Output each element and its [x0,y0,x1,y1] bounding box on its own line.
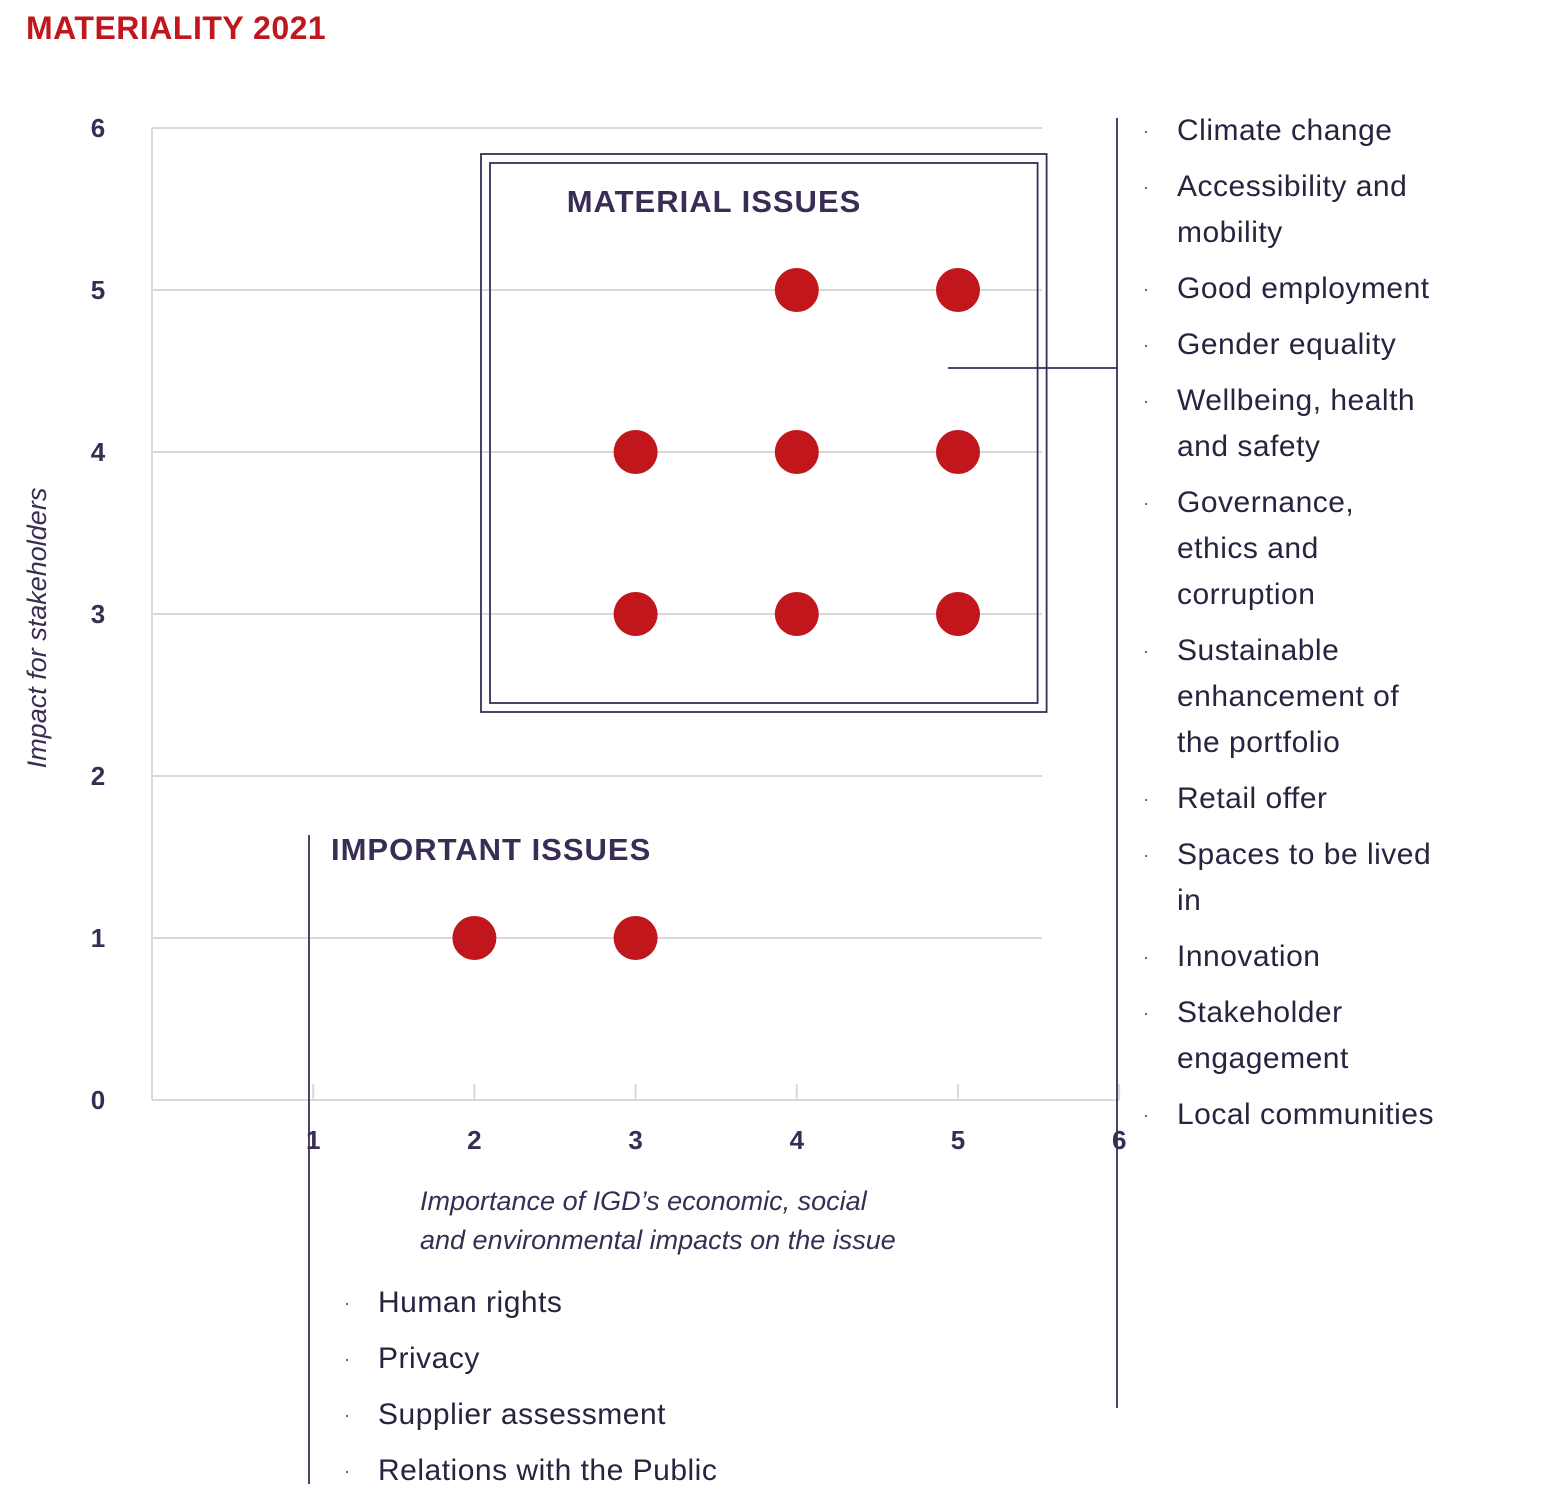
region-layer [308,118,1118,1484]
issue-text: Relations with the Public [378,1454,718,1487]
issue-item: · Spaces to be lived in [1143,832,1443,924]
important-issues-label: IMPORTANT ISSUES [331,832,651,867]
bullet-icon: · [1143,121,1150,141]
bullet-icon: · [1143,279,1150,299]
issue-item: · Wellbeing, health and safety [1143,378,1443,470]
data-point [774,430,819,474]
x-axis-title-line: and environmental impacts on the issue [420,1225,896,1255]
issue-text: Retail offer [1177,782,1328,815]
data-point [774,268,819,312]
bullet-icon: · [344,1293,351,1313]
bullet-icon: · [344,1405,351,1425]
issue-item: · Retail offer [1143,776,1443,822]
issue-item: · Good employment [1143,266,1443,312]
bullet-icon: · [344,1349,351,1369]
bullet-icon: · [1143,789,1150,809]
y-tick-label: 6 [91,113,105,143]
data-point [774,592,819,636]
issue-item: · Supplier assessment [344,1392,864,1438]
y-tick-label: 0 [91,1085,105,1115]
issue-text: Supplier assessment [378,1398,666,1431]
bullet-icon: · [1143,177,1150,197]
data-point [613,592,658,636]
bullet-icon: · [1143,391,1150,411]
y-tick-label: 3 [91,599,105,629]
bullet-icon: · [1143,335,1150,355]
data-point [936,430,980,474]
issue-text: Governance, ethics and corruption [1177,486,1355,611]
issue-item: · Governance, ethics and corruption [1143,480,1443,618]
bullet-icon: · [1143,845,1150,865]
data-point [613,916,658,960]
issue-text: Innovation [1177,940,1321,973]
data-point [452,916,497,960]
issue-text: Accessibility and mobility [1177,170,1408,249]
issue-text: Stakeholder engagement [1177,996,1349,1075]
data-point [936,592,980,636]
page-title: MATERIALITY 2021 [26,10,327,46]
point-layer [452,268,980,960]
material-box-inner [489,162,1039,704]
x-tick-label: 3 [628,1125,642,1155]
bullet-icon: · [1143,641,1150,661]
issue-item: · Relations with the Public [344,1448,864,1494]
y-tick-label: 4 [91,437,106,467]
bullet-icon: · [1143,493,1150,513]
grid-layer [152,127,1042,939]
bullet-icon: · [1143,947,1150,967]
x-axis-title-line: Importance of IGD’s economic, social [420,1186,868,1216]
issue-text: Human rights [378,1286,563,1319]
issue-item: · Privacy [344,1336,864,1382]
issue-item: · Stakeholder engagement [1143,990,1443,1082]
material-issues-list: · Climate change · Accessibility and mobili… [1143,108,1443,1148]
material-box-outer [480,153,1048,713]
issue-item: · Accessibility and mobility [1143,164,1443,256]
data-point [936,268,980,312]
bullet-icon: · [1143,1003,1150,1023]
issue-text: Wellbeing, health and safety [1177,384,1416,463]
bullet-icon: · [344,1461,351,1481]
data-point [613,430,658,474]
issue-item: · Gender equality [1143,322,1443,368]
issue-text: Sustainable enhancement of the portfolio [1177,634,1400,759]
issue-text: Gender equality [1177,328,1397,361]
important-issues-list: · Human rights · Privacy · Supplier assessmen… [344,1280,864,1504]
y-tick-label: 2 [91,761,105,791]
issue-item: · Human rights [344,1280,864,1326]
issue-text: Climate change [1177,114,1393,147]
issue-item: · Innovation [1143,934,1443,980]
issue-item: · Climate change [1143,108,1443,154]
issue-text: Good employment [1177,272,1430,305]
y-axis-title: Impact for stakeholders [22,488,52,769]
issue-text: Spaces to be lived in [1177,838,1432,917]
x-tick-label: 2 [467,1125,481,1155]
issue-item: · Sustainable enhancement of the portfoli… [1143,628,1443,766]
x-tick-label: 5 [951,1125,965,1155]
material-issues-label: MATERIAL ISSUES [567,184,862,219]
bullet-icon: · [1143,1105,1150,1125]
y-tick-label: 1 [91,923,105,953]
x-tick-label: 4 [790,1125,805,1155]
y-tick-label: 5 [91,275,105,305]
issue-text: Local communities [1177,1098,1434,1131]
issue-item: · Local communities [1143,1092,1443,1138]
issue-text: Privacy [378,1342,480,1375]
x-tick-label: 6 [1112,1125,1126,1155]
